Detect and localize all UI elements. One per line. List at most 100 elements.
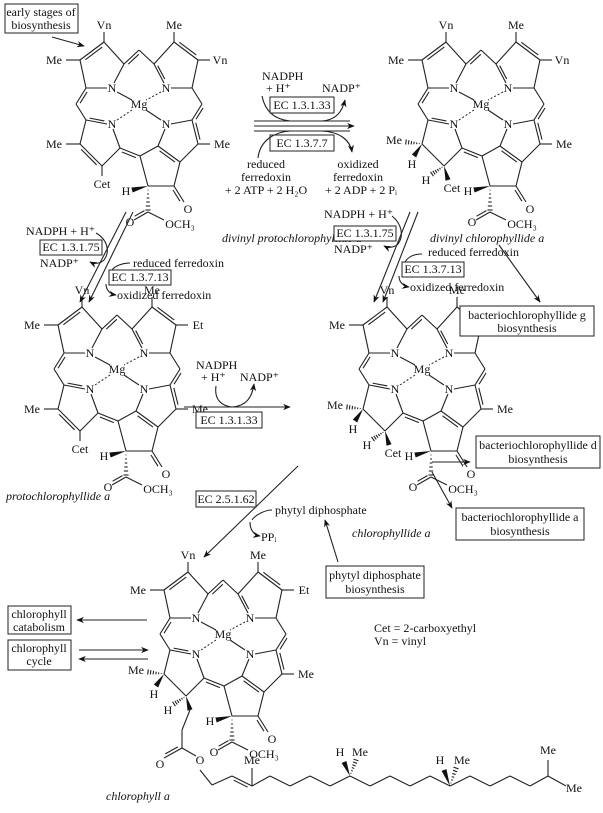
phytyl-me-1: Me bbox=[244, 753, 260, 767]
magnesium-atom: Mg bbox=[473, 97, 490, 111]
svg-text:EC 1.3.1.75: EC 1.3.1.75 bbox=[42, 240, 99, 254]
chl-cycle-box: chlorophyll cycle bbox=[7, 639, 72, 671]
svg-text:bacteriochlorophyllide a: bacteriochlorophyllide a bbox=[462, 510, 580, 524]
substituent-me-c: Me bbox=[497, 402, 513, 416]
h-c18: H bbox=[349, 422, 358, 436]
nitrogen-b: N bbox=[445, 346, 454, 360]
methoxy-group: OCH₃ bbox=[507, 217, 537, 231]
h-c17: H bbox=[164, 703, 173, 717]
substituent-vn-top-left: Vn bbox=[439, 18, 454, 32]
bchl-g-box: bacteriochlorophyllide g biosynthesis bbox=[459, 305, 595, 337]
h-c132: H bbox=[100, 449, 109, 463]
enzyme-box-middle bbox=[195, 411, 263, 429]
nitrogen-d: N bbox=[192, 647, 201, 661]
enzyme-box-top-upper bbox=[269, 96, 335, 114]
nitrogen-b: N bbox=[246, 611, 255, 625]
svg-text:cycle: cycle bbox=[26, 654, 51, 668]
svg-text:early stages of: early stages of bbox=[6, 5, 75, 19]
cofactor-nadph: NADPH bbox=[262, 69, 304, 83]
nitrogen-a: N bbox=[86, 346, 95, 360]
bchl-d-box: bacteriochlorophyllide d biosynthesis bbox=[475, 435, 601, 469]
svg-text:+ 2 ATP + 2 H₂O: + 2 ATP + 2 H₂O bbox=[225, 183, 308, 197]
methoxy-group: OCH₃ bbox=[143, 482, 173, 496]
h-c132: H bbox=[206, 714, 215, 728]
enzyme-box-left-lower bbox=[108, 269, 172, 286]
svg-text:NADP⁺: NADP⁺ bbox=[40, 256, 79, 270]
reaction-top: NADPH + H⁺ NADP⁺ EC 1.3.1.33 EC 1.3.7.7 … bbox=[225, 69, 397, 197]
reaction-middle: NADPH + H⁺ NADP⁺ EC 1.3.1.33 bbox=[184, 358, 291, 429]
reaction-phytyl: EC 2.5.1.62 phytyl diphosphate PPᵢ bbox=[195, 465, 367, 558]
magnesium-atom: Mg bbox=[131, 97, 148, 111]
oxygen-phytyl-carbonyl: O bbox=[156, 757, 165, 771]
h-c18: H bbox=[408, 157, 417, 171]
substituent-me-a: Me bbox=[329, 318, 345, 332]
oxygen-ester: O bbox=[468, 215, 477, 229]
early-stages-box: early stages of biosynthesis bbox=[4, 3, 79, 34]
compound-label-c3: protochlorophyllide a bbox=[5, 489, 110, 503]
svg-text:ferredoxin: ferredoxin bbox=[241, 170, 291, 184]
nitrogen-d: N bbox=[86, 382, 95, 396]
svg-text:PPᵢ: PPᵢ bbox=[261, 530, 276, 544]
substituent-me-c: Me bbox=[298, 667, 314, 681]
oxygen-ester: O bbox=[409, 480, 418, 494]
enzyme-ec-1-3-1-33: EC 1.3.1.33 bbox=[273, 98, 330, 112]
h-c18: H bbox=[150, 687, 159, 701]
enzyme-ec-1-3-7-7: EC 1.3.7.7 bbox=[276, 136, 327, 150]
enzyme-box-top-lower bbox=[269, 134, 335, 152]
svg-text:reduced ferredoxin: reduced ferredoxin bbox=[133, 256, 224, 270]
legend-vn: Vn = vinyl bbox=[374, 634, 427, 648]
compound-label-c1: divinyl protochlorophyllide a bbox=[222, 231, 362, 245]
svg-text:EC 2.5.1.62: EC 2.5.1.62 bbox=[197, 492, 254, 506]
molecule-chlorophyllide: OHOOCH₃MgNNNNVnMeMeEtMeMeHHCet bbox=[327, 283, 513, 496]
substituent-right-b: Et bbox=[299, 583, 310, 597]
substituent-me-c: Me bbox=[556, 137, 572, 151]
substituent-vn-top-left: Vn bbox=[75, 283, 90, 297]
svg-text:biosynthesis: biosynthesis bbox=[345, 582, 405, 596]
oxygen-ketone: O bbox=[467, 467, 476, 481]
legend-cet: Cet = 2-carboxyethyl bbox=[374, 621, 477, 635]
svg-text:phytyl diphosphate: phytyl diphosphate bbox=[275, 503, 367, 517]
phytyl-pp-box: phytyl diphosphate biosynthesis bbox=[325, 565, 425, 599]
h-c17: H bbox=[363, 438, 372, 452]
svg-text:chlorophyll: chlorophyll bbox=[11, 641, 67, 655]
nitrogen-c: N bbox=[246, 647, 255, 661]
enzyme-box-phytyl bbox=[195, 490, 257, 508]
nitrogen-a: N bbox=[391, 346, 400, 360]
svg-text:bacteriochlorophyllide g: bacteriochlorophyllide g bbox=[468, 308, 586, 322]
magnesium-atom: Mg bbox=[215, 627, 232, 641]
nitrogen-a: N bbox=[108, 81, 117, 95]
nitrogen-a: N bbox=[192, 611, 201, 625]
svg-text:reduced: reduced bbox=[247, 157, 285, 171]
oxygen-phytyl-ester: O bbox=[196, 753, 205, 767]
h-c132: H bbox=[405, 449, 414, 463]
compound-label-c2: divinyl chlorophyllide a bbox=[430, 231, 544, 245]
substituent-me-d: Me bbox=[128, 663, 144, 677]
svg-text:bacteriochlorophyllide d: bacteriochlorophyllide d bbox=[479, 438, 597, 452]
reaction-left: NADPH + H⁺ EC 1.3.1.75 NADP⁺ reduced fer… bbox=[26, 211, 224, 303]
nitrogen-a: N bbox=[450, 81, 459, 95]
substituent-me-b: Me bbox=[449, 283, 465, 297]
methoxy-group: OCH₃ bbox=[448, 482, 478, 496]
svg-text:+ 2 ADP + 2 Pᵢ: + 2 ADP + 2 Pᵢ bbox=[325, 183, 397, 197]
methoxy-group: OCH₃ bbox=[165, 217, 195, 231]
svg-text:+ H⁺: + H⁺ bbox=[201, 370, 226, 384]
enzyme-box-right-upper bbox=[333, 225, 397, 242]
substituent-me-a: Me bbox=[46, 53, 62, 67]
substituent-me-b: Me bbox=[508, 18, 524, 32]
svg-text:EC 1.3.7.13: EC 1.3.7.13 bbox=[404, 262, 461, 276]
svg-text:EC 1.3.1.75: EC 1.3.1.75 bbox=[336, 226, 393, 240]
svg-text:NADPH + H⁺: NADPH + H⁺ bbox=[26, 224, 95, 238]
phytyl-me-5: Me bbox=[566, 781, 582, 795]
substituent-vn-top-left: Vn bbox=[380, 283, 395, 297]
nitrogen-c: N bbox=[504, 117, 513, 131]
nitrogen-c: N bbox=[140, 382, 149, 396]
substituent-me-b: Me bbox=[144, 283, 160, 297]
svg-text:EC 1.3.7.13: EC 1.3.7.13 bbox=[111, 270, 168, 284]
substituent-me-d: Me bbox=[46, 137, 62, 151]
nitrogen-b: N bbox=[162, 81, 171, 95]
